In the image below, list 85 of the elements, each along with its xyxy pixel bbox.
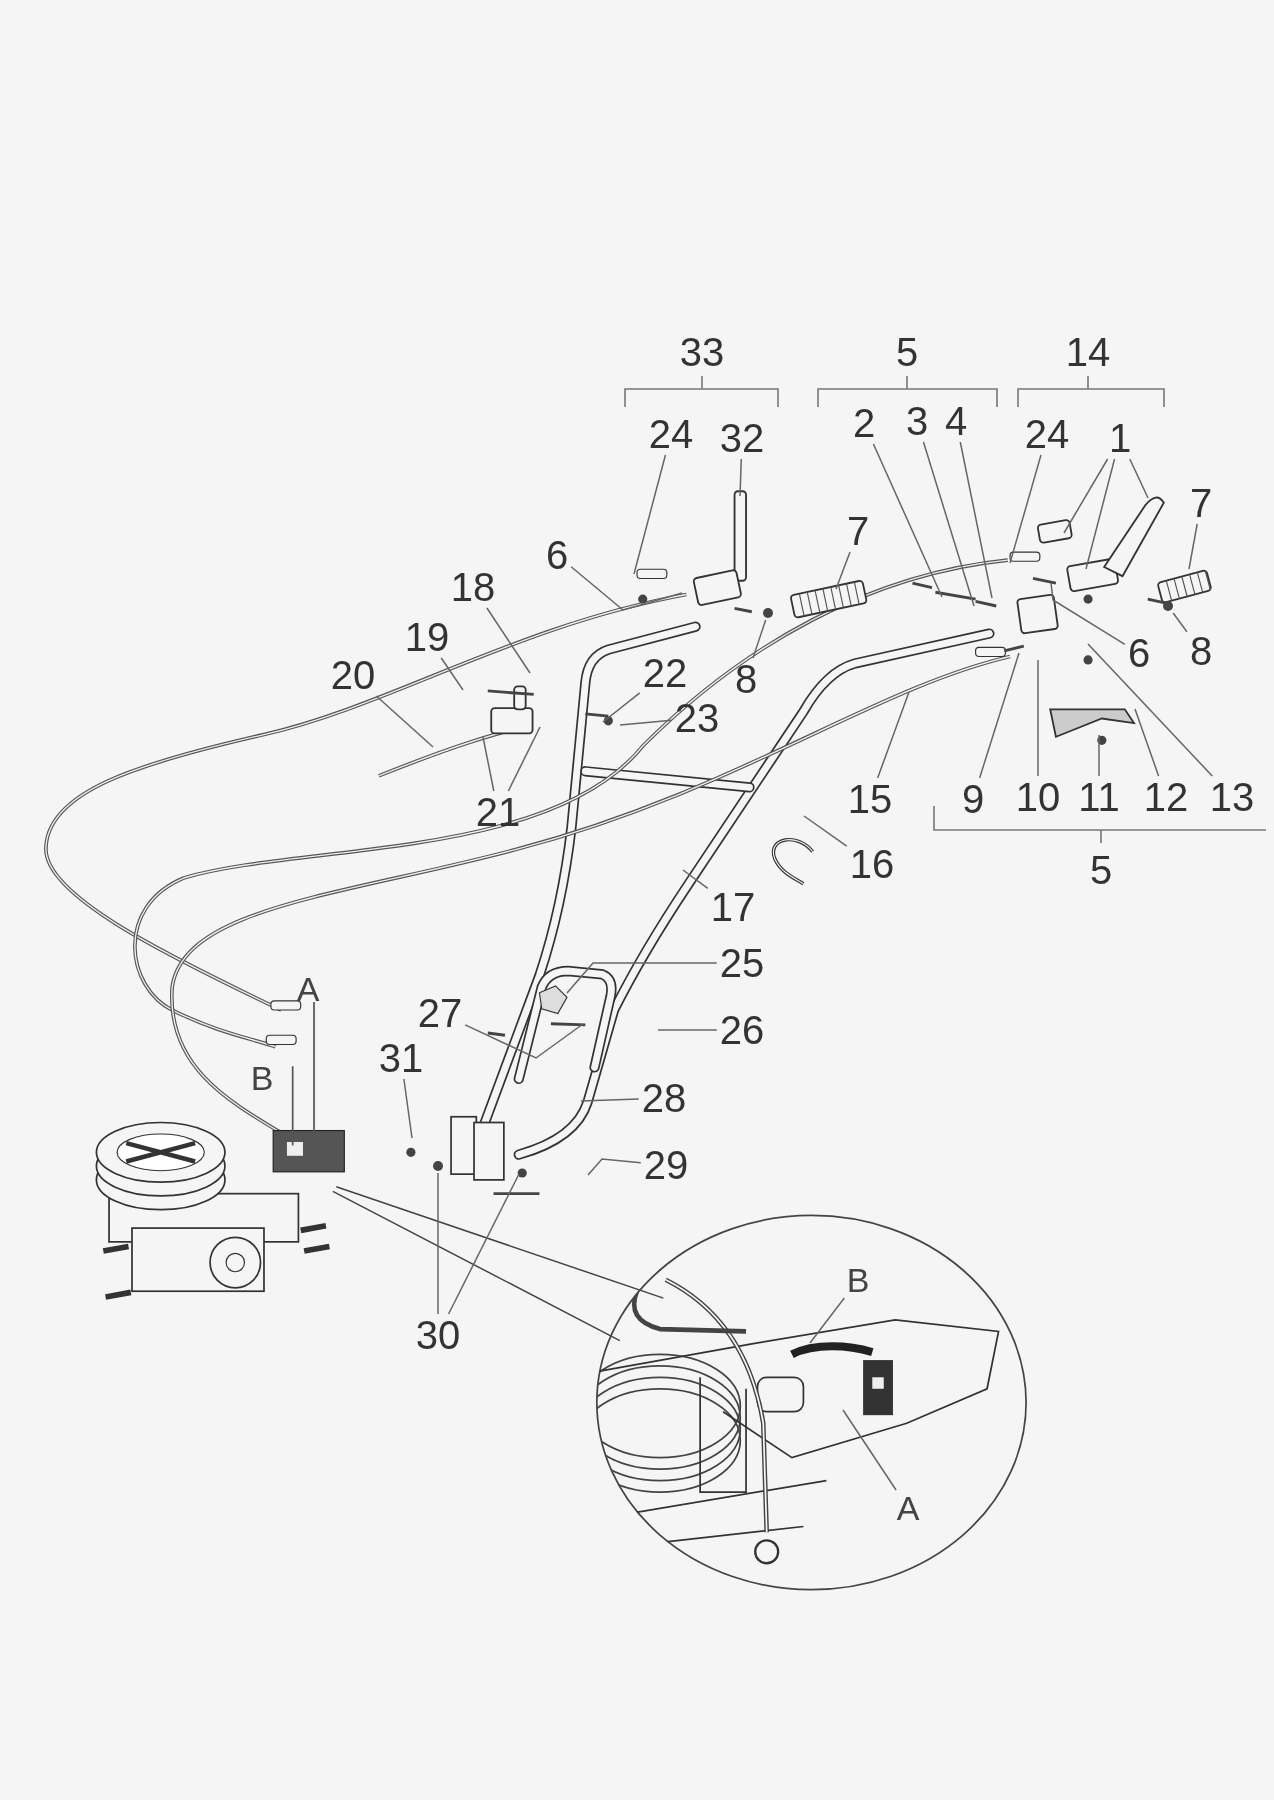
callout-number: 13 [1209,777,1255,817]
leader-line [922,441,975,607]
screw-head [762,607,774,619]
leader-line [587,1158,642,1176]
group-callout-number: 33 [679,332,725,372]
callout-number: 30 [415,1315,461,1355]
callout-number: 3 [905,401,929,441]
leader-line [835,551,851,590]
reference-letter: A [296,972,320,1006]
callout-number: A [896,1491,920,1525]
leader-line [482,736,495,792]
leader-line [1085,458,1116,570]
callout-number: 32 [719,418,765,458]
callout-number: 25 [719,943,765,983]
leader-line [876,691,910,779]
leader-line [486,607,531,674]
leader-line [602,692,641,723]
callout-number: 24 [648,414,694,454]
callout-number: 29 [643,1145,689,1185]
callout-number: 4 [944,401,968,441]
callout-number: 19 [404,617,450,657]
group-callout-number: 5 [895,332,919,372]
callout-number: 10 [1015,777,1061,817]
leader-line [1188,523,1198,570]
leader-line [403,1078,413,1139]
callout-number: 6 [545,535,569,575]
leader-line [1098,734,1100,777]
leader-line [570,566,683,611]
callout-number: 23 [674,698,720,738]
leader-line [566,962,718,994]
leader-line [619,719,673,726]
leader-line [803,815,848,847]
leader-line [872,443,943,598]
leader-line [1087,643,1213,777]
group-callout-number: 14 [1065,332,1111,372]
leader-line [682,869,709,890]
callout-number: 8 [734,659,758,699]
leader-line [1063,458,1109,534]
leader-line [1172,612,1188,633]
leader-line [447,1173,520,1315]
callout-number: 6 [1127,633,1151,673]
leader-line [507,726,541,792]
leader-line [842,1409,897,1491]
leader-line [1050,582,1126,646]
callout-number: 7 [846,511,870,551]
leader-line [959,441,993,599]
group-callout-number: 5 [1089,850,1113,890]
leader-line [1129,458,1149,499]
leader-line [580,1098,640,1102]
callout-number: 26 [719,1010,765,1050]
callout-number: 24 [1024,414,1070,454]
callout-number: 9 [961,779,985,819]
callout-number: 28 [641,1078,687,1118]
leader-line [1009,454,1042,564]
leader-line [437,1172,439,1315]
screw-head [1162,600,1174,612]
leader-line [375,695,434,748]
callout-number: 12 [1143,777,1189,817]
leader-line [657,1029,718,1031]
leader-line [464,1023,584,1059]
callout-number: 2 [852,403,876,443]
leader-line [1037,659,1039,777]
leader-line [633,454,667,575]
leader-line [440,657,464,691]
reference-letter: B [250,1061,274,1095]
callout-number: 15 [847,779,893,819]
callout-number: 16 [849,844,895,884]
callout-number: 18 [450,567,496,607]
callout-number: 11 [1078,777,1120,817]
callout-number: 7 [1189,483,1213,523]
callout-number: 31 [378,1038,424,1078]
callout-number: 1 [1108,418,1132,458]
leader-line [752,619,767,659]
callout-number: 17 [710,887,756,927]
leader-line [1134,708,1160,777]
screw-head [432,1160,444,1172]
leader-line [739,458,743,497]
leader-line [978,652,1020,779]
callout-number: B [846,1263,870,1297]
callout-number: 21 [475,792,521,832]
callout-number: 8 [1189,631,1213,671]
callout-number: 22 [642,653,688,693]
callout-number: 20 [330,655,376,695]
callout-number: 27 [417,993,463,1033]
leader-line [809,1297,846,1344]
